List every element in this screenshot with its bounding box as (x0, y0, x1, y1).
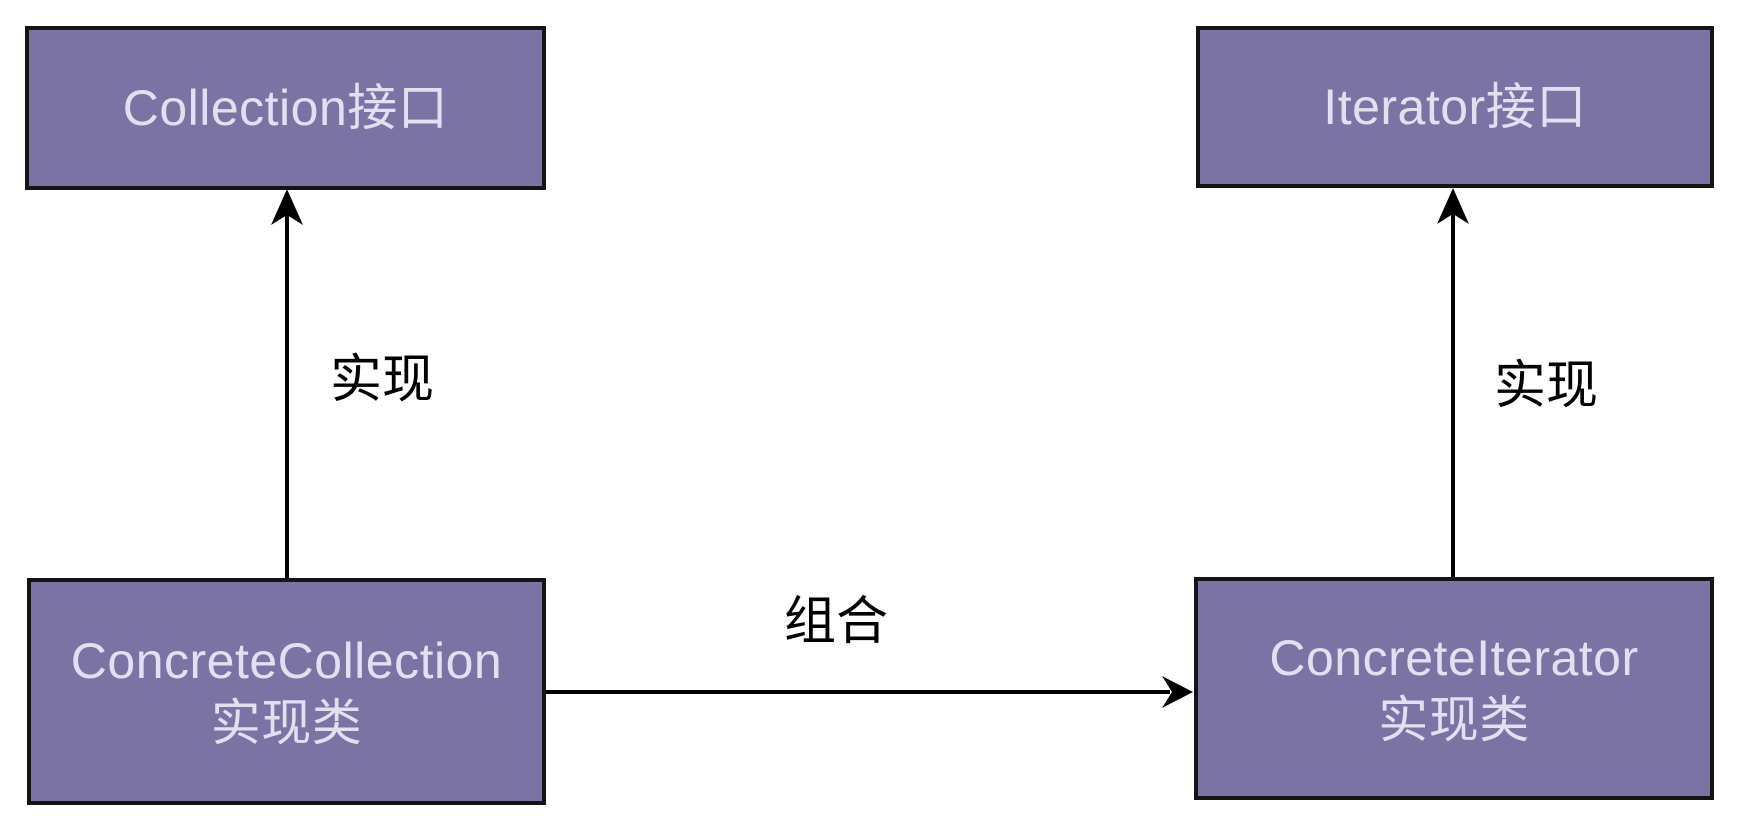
node-concrete-collection-label-line1: ConcreteCollection (70, 632, 503, 689)
implements-arrow-right (1437, 188, 1469, 577)
node-collection-interface-label: Collection接口 (122, 80, 449, 136)
node-iterator-interface: Iterator接口 (1196, 26, 1714, 188)
node-concrete-collection: ConcreteCollection 实现类 (27, 578, 546, 805)
arrowhead-right-icon (1162, 676, 1193, 708)
composition-arrow (546, 676, 1193, 708)
edge-label-implements-right: 实现 (1494, 357, 1599, 415)
node-iterator-interface-label: Iterator接口 (1323, 79, 1587, 135)
edge-label-composition: 组合 (784, 593, 889, 651)
edge-label-implements-left: 实现 (330, 351, 435, 409)
node-concrete-collection-label-line2: 实现类 (210, 694, 363, 751)
node-concrete-iterator-label-line2: 实现类 (1378, 691, 1530, 748)
node-concrete-iterator-label-line1: ConcreteIterator (1269, 629, 1639, 686)
arrowhead-up-icon (1437, 188, 1469, 224)
node-concrete-iterator: ConcreteIterator 实现类 (1194, 577, 1714, 800)
arrowhead-up-icon (271, 189, 303, 225)
implements-arrow-left (271, 189, 303, 578)
node-collection-interface: Collection接口 (25, 26, 546, 190)
